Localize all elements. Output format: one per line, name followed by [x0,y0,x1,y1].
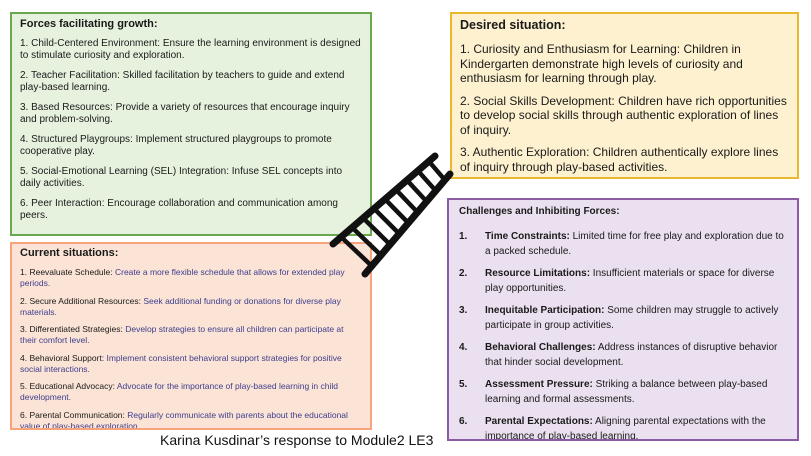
challenge-item: 6.Parental Expectations: Aligning parent… [455,414,791,441]
challenge-item: 2.Resource Limitations: Insufficient mat… [455,266,791,296]
current-item-title: 6. Parental Communication: [20,410,127,420]
current-item: 3. Differentiated Strategies: Develop st… [20,324,362,346]
current-item-title: 1. Reevaluate Schedule: [20,267,115,277]
ladder-rails [333,156,450,274]
forces-item: 4. Structured Playgroups: Implement stru… [20,134,362,158]
ladder-rung [429,161,445,180]
challenge-title: Resource Limitations: [485,268,590,279]
current-item-title: 4. Behavioral Support: [20,353,106,363]
current-title: Current situations: [20,247,362,259]
forces-facilitating-box: Forces facilitating growth: 1. Child-Cen… [10,12,372,236]
desired-item: 1. Curiosity and Enthusiasm for Learning… [460,42,789,86]
challenge-title: Time Constraints: [485,231,570,242]
ladder-rung [385,199,408,223]
challenge-number: 2. [455,266,485,296]
desired-item: 3. Authentic Exploration: Children authe… [460,145,789,174]
current-item: 5. Educational Advocacy: Advocate for th… [20,381,362,403]
current-situations-box: Current situations: 1. Reevaluate Schedu… [10,242,372,430]
current-item: 2. Secure Additional Resources: Seek add… [20,296,362,318]
challenges-box: Challenges and Inhibiting Forces: 1.Time… [447,198,799,441]
challenge-number: 6. [455,414,485,441]
current-item: 6. Parental Communication: Regularly com… [20,410,362,431]
challenge-number: 3. [455,303,485,333]
forces-item: 2. Teacher Facilitation: Skilled facilit… [20,70,362,94]
current-item: 4. Behavioral Support: Implement consist… [20,353,362,375]
desired-item: 2. Social Skills Development: Children h… [460,94,789,138]
ladder-rung [418,171,436,191]
challenge-title: Assessment Pressure: [485,379,593,390]
challenge-title: Inequitable Participation: [485,305,604,316]
current-item-title: 2. Secure Additional Resources: [20,296,143,306]
current-item-title: 3. Differentiated Strategies: [20,324,125,334]
challenge-item: 5.Assessment Pressure: Striking a balanc… [455,377,791,407]
ladder-rung [407,180,427,201]
challenges-title: Challenges and Inhibiting Forces: [459,206,791,217]
challenge-number: 4. [455,340,485,370]
challenge-title: Behavioral Challenges: [485,342,596,353]
challenge-title: Parental Expectations: [485,416,593,427]
forces-item: 1. Child-Centered Environment: Ensure th… [20,38,362,62]
ladder-icon [325,148,455,298]
challenge-item: 1.Time Constraints: Limited time for fre… [455,229,791,259]
challenge-item: 4.Behavioral Challenges: Address instanc… [455,340,791,370]
challenge-number: 5. [455,377,485,407]
challenge-number: 1. [455,229,485,259]
current-item-title: 5. Educational Advocacy: [20,381,117,391]
forces-item: 3. Based Resources: Provide a variety of… [20,102,362,126]
current-item: 1. Reevaluate Schedule: Create a more fl… [20,267,362,289]
desired-situation-box: Desired situation: 1. Curiosity and Enth… [450,12,799,179]
caption: Karina Kusdinar’s response to Module2 LE… [160,432,433,448]
forces-item: 6. Peer Interaction: Encourage collabora… [20,198,362,222]
desired-title: Desired situation: [460,18,789,32]
forces-item: 5. Social-Emotional Learning (SEL) Integ… [20,166,362,190]
challenge-item: 3.Inequitable Participation: Some childr… [455,303,791,333]
ladder-rungs [341,161,445,266]
forces-title: Forces facilitating growth: [20,18,362,30]
ladder-rung [396,190,418,213]
